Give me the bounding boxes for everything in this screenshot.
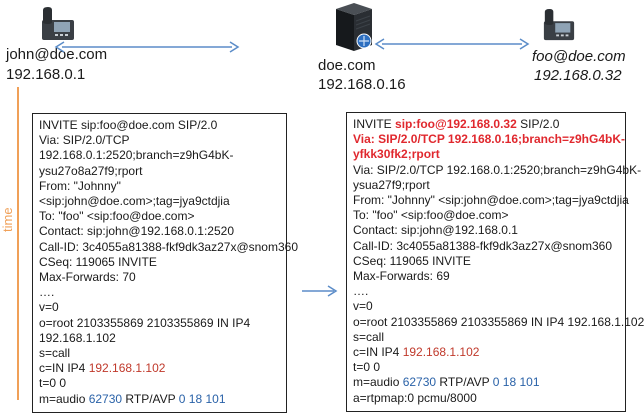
sip-header-line: o=root 2103355869 2103355869 IN IP4 192.… xyxy=(353,314,644,329)
message-2-media-line: m=audio 62730 RTP/AVP 0 18 101 xyxy=(353,375,619,390)
sip-header-line: CSeq: 119065 INVITE xyxy=(353,253,471,268)
sip-header-line: Max-Forwards: 70 xyxy=(39,270,136,285)
invite-suffix: SIP/2.0 xyxy=(516,117,560,131)
forward-arrow xyxy=(302,285,338,297)
sip-header-line: 192.168.1.102 xyxy=(39,330,116,345)
sip-header-line: To: "foo" <sip:foo@doe.com> xyxy=(353,208,509,223)
sip-header-line: v=0 xyxy=(39,300,59,315)
invite-prefix: INVITE xyxy=(353,117,396,131)
timeline-axis xyxy=(17,87,19,400)
sip-header-line: ysu27o8a27f9;rport xyxy=(39,163,143,178)
connection-arrow-left xyxy=(54,41,240,53)
message-2-request-line: INVITE sip:foo@192.168.0.32 SIP/2.0 xyxy=(353,117,619,132)
message-1-connection-line: c=IN IP4 192.168.1.102 xyxy=(39,361,280,376)
m-codecs: 0 18 101 xyxy=(492,375,540,390)
m-port: 62730 xyxy=(88,391,123,406)
c-ip: 192.168.1.102 xyxy=(402,345,480,360)
sip-header-line: From: "Johnny" <sip:john@doe.com>;tag=jy… xyxy=(353,193,629,208)
m-port: 62730 xyxy=(402,375,437,390)
sip-header-line: Call-ID: 3c4055a81388-fkf9dk3az27x@snom3… xyxy=(353,238,613,253)
sip-header-line: Via: SIP/2.0/TCP 192.168.0.1:2520;branch… xyxy=(353,162,642,177)
m-prefix: m=audio xyxy=(353,375,403,390)
phone-icon xyxy=(543,8,575,41)
sip-header-line: s=call xyxy=(353,329,385,344)
connection-arrow-right xyxy=(374,38,530,50)
sip-header-line: CSeq: 119065 INVITE xyxy=(39,254,157,269)
c-prefix: c=IN IP4 xyxy=(39,361,89,376)
message-2-rtpmap-line: a=rtpmap:0 pcmu/8000 xyxy=(353,390,477,405)
sip-message-2: INVITE sip:foo@192.168.0.32 SIP/2.0 Via:… xyxy=(346,112,644,412)
sip-header-line: Contact: sip:john@192.168.0.1:2520 xyxy=(39,224,234,239)
message-2-connection-line: c=IN IP4 192.168.1.102 xyxy=(353,345,619,360)
sip-header-line: 192.168.0.1:2520;branch=z9hG4bK- xyxy=(39,148,234,163)
sip-header-line: ysua27f9;rport xyxy=(353,177,430,192)
center-endpoint-ip: 192.168.0.16 xyxy=(318,76,406,93)
right-endpoint-name: foo@doe.com xyxy=(532,48,626,65)
left-endpoint-name: john@doe.com xyxy=(6,46,108,63)
sip-header-line: …. xyxy=(353,284,369,299)
sip-header-line: s=call xyxy=(39,346,71,361)
left-endpoint-ip: 192.168.0.1 xyxy=(6,66,86,83)
m-mid: RTP/AVP xyxy=(122,391,179,406)
sip-header-line: From: "Johnny" xyxy=(39,178,121,193)
center-endpoint-name: doe.com xyxy=(318,57,376,74)
c-prefix: c=IN IP4 xyxy=(353,345,403,360)
c-ip: 192.168.1.102 xyxy=(88,361,166,376)
m-mid: RTP/AVP xyxy=(436,375,493,390)
m-codecs: 0 18 101 xyxy=(178,391,226,406)
message-1-time-line: t=0 0 xyxy=(39,376,67,391)
timeline-label: time xyxy=(0,207,15,232)
sip-header-line: v=0 xyxy=(353,299,373,314)
sip-header-line: Contact: sip:john@192.168.0.1 xyxy=(353,223,518,238)
message-2-added-via-cont: yfkk30fk2;rport xyxy=(353,147,440,162)
server-icon xyxy=(336,3,372,51)
sip-header-line: Max-Forwards: 69 xyxy=(353,269,450,284)
invite-uri: sip:foo@192.168.0.32 xyxy=(395,117,517,131)
sip-header-line: <sip:john@doe.com>;tag=jya9ctdjia xyxy=(39,194,230,209)
phone-icon xyxy=(42,7,74,40)
right-endpoint-ip: 192.168.0.32 xyxy=(534,67,622,84)
message-2-added-via: Via: SIP/2.0/TCP 192.168.0.16;branch=z9h… xyxy=(353,132,626,147)
sip-header-line: o=root 2103355869 2103355869 IN IP4 xyxy=(39,315,251,330)
m-prefix: m=audio xyxy=(39,391,89,406)
sip-header-line: Call-ID: 3c4055a81388-fkf9dk3az27x@snom3… xyxy=(39,239,299,254)
message-1-media-line: m=audio 62730 RTP/AVP 0 18 101 xyxy=(39,392,280,407)
sip-header-line: INVITE sip:foo@doe.com SIP/2.0 xyxy=(39,118,218,132)
sip-header-line: To: "foo" <sip:foo@doe.com> xyxy=(39,209,195,224)
message-2-lines: Via: SIP/2.0/TCP 192.168.0.1:2520;branch… xyxy=(353,162,644,345)
message-2-time-line: t=0 0 xyxy=(353,360,381,375)
sip-header-line: Via: SIP/2.0/TCP xyxy=(39,133,130,148)
sip-header-line: …. xyxy=(39,285,55,300)
